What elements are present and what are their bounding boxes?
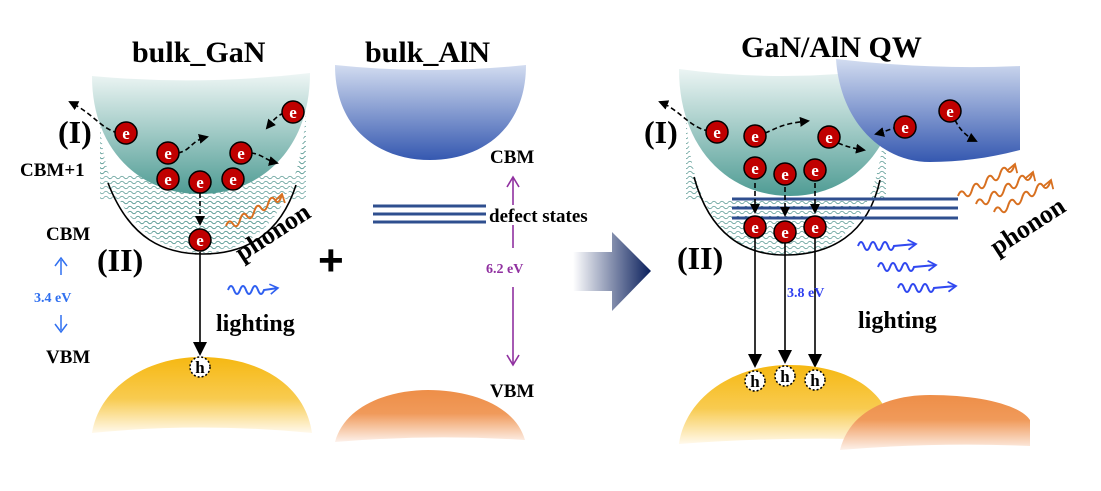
svg-text:e: e — [751, 127, 759, 146]
electron: e — [817, 125, 841, 149]
hole: h — [744, 370, 766, 392]
gan-vbm-label: VBM — [46, 347, 90, 368]
plus-operator: + — [318, 236, 344, 285]
qw-gap-label: 3.8 eV — [787, 286, 824, 301]
qw-light-waves — [857, 238, 958, 293]
electron: e — [281, 100, 305, 124]
qw-recombination-arrows — [748, 238, 822, 368]
electron: e — [773, 220, 797, 244]
electron: e — [156, 167, 180, 191]
panel-qw: GaN/AlN QW (I) (II) e — [644, 31, 1071, 450]
hole: h — [804, 369, 826, 391]
gan-valence-band — [92, 357, 312, 433]
gan-cbm-label: CBM — [46, 224, 90, 245]
electron: e — [221, 167, 245, 191]
svg-text:e: e — [751, 159, 759, 178]
svg-text:e: e — [825, 128, 833, 147]
gan-region-II-label: (II) — [97, 242, 143, 278]
electron: e — [114, 121, 138, 145]
gan-phonon-wave — [225, 192, 286, 228]
electron: e — [743, 156, 767, 180]
svg-text:e: e — [289, 103, 297, 122]
aln-cbm-label: CBM — [490, 147, 534, 168]
qw-aln-valence-band — [840, 395, 1030, 450]
svg-text:e: e — [196, 231, 204, 250]
panel-bulk-aln: bulk_AlN CBM defect states 6.2 eV VBM — [335, 36, 588, 442]
svg-text:e: e — [781, 165, 789, 184]
qw-defect-states — [732, 197, 958, 220]
transition-arrow — [573, 232, 651, 311]
svg-text:h: h — [810, 371, 820, 390]
gan-electrons: e e e e e e e e — [114, 100, 305, 252]
svg-text:e: e — [811, 161, 819, 180]
gan-gap-indicator: 3.4 eV — [34, 256, 71, 334]
electron: e — [803, 158, 827, 182]
gan-lighting-label: lighting — [216, 311, 295, 337]
title-bulk-gan: bulk_GaN — [132, 36, 266, 69]
gan-gap-label: 3.4 eV — [34, 291, 71, 306]
aln-defect-states — [373, 204, 486, 224]
title-bulk-aln: bulk_AlN — [365, 36, 490, 69]
qw-gan-valence-band — [679, 365, 890, 444]
electron: e — [803, 215, 827, 239]
gan-cbm-arc — [107, 182, 297, 255]
gan-region-I-label: (I) — [58, 114, 92, 150]
qw-phonon-waves — [957, 162, 1055, 214]
electron: e — [188, 170, 212, 194]
title-qw: GaN/AlN QW — [741, 31, 922, 64]
svg-text:e: e — [781, 223, 789, 242]
electron: e — [188, 228, 212, 252]
hole: h — [774, 365, 796, 387]
aln-gap-indicator: 6.2 eV — [486, 175, 523, 367]
svg-text:e: e — [237, 144, 245, 163]
gan-conduction-band — [92, 73, 310, 194]
svg-text:h: h — [750, 372, 760, 391]
svg-text:e: e — [164, 170, 172, 189]
electron: e — [743, 215, 767, 239]
svg-text:e: e — [713, 123, 721, 142]
electron: e — [893, 115, 917, 139]
electron: e — [229, 141, 253, 165]
svg-text:e: e — [901, 118, 909, 137]
aln-gap-label: 6.2 eV — [486, 262, 523, 277]
gan-cbm-plus1-label: CBM+1 — [20, 160, 85, 181]
svg-text:e: e — [196, 173, 204, 192]
svg-text:e: e — [164, 144, 172, 163]
svg-text:e: e — [751, 218, 759, 237]
qw-electrons: e e e e e e e e e e e — [705, 99, 962, 244]
svg-text:e: e — [811, 218, 819, 237]
electron: e — [773, 162, 797, 186]
gan-light-wave — [227, 283, 280, 295]
qw-lighting-label: lighting — [858, 308, 937, 334]
svg-text:e: e — [229, 170, 237, 189]
qw-region-II-label: (II) — [677, 240, 723, 276]
electron: e — [938, 99, 962, 123]
aln-valence-band — [335, 390, 525, 442]
qw-phonon-label: phonon — [984, 191, 1071, 261]
svg-text:h: h — [195, 358, 205, 377]
qw-holes: h h h — [744, 365, 826, 392]
aln-vbm-label: VBM — [490, 381, 534, 402]
qw-region-I-label: (I) — [644, 114, 678, 150]
svg-text:e: e — [946, 102, 954, 121]
svg-text:e: e — [122, 124, 130, 143]
electron: e — [156, 141, 180, 165]
svg-text:h: h — [780, 367, 790, 386]
aln-defect-label: defect states — [489, 206, 588, 227]
electron: e — [705, 120, 729, 144]
hole: h — [189, 356, 211, 378]
panel-bulk-gan: bulk_GaN (I) CBM+1 CBM (II) VBM 3.4 eV — [20, 36, 316, 433]
electron: e — [743, 124, 767, 148]
aln-conduction-band — [335, 65, 526, 160]
